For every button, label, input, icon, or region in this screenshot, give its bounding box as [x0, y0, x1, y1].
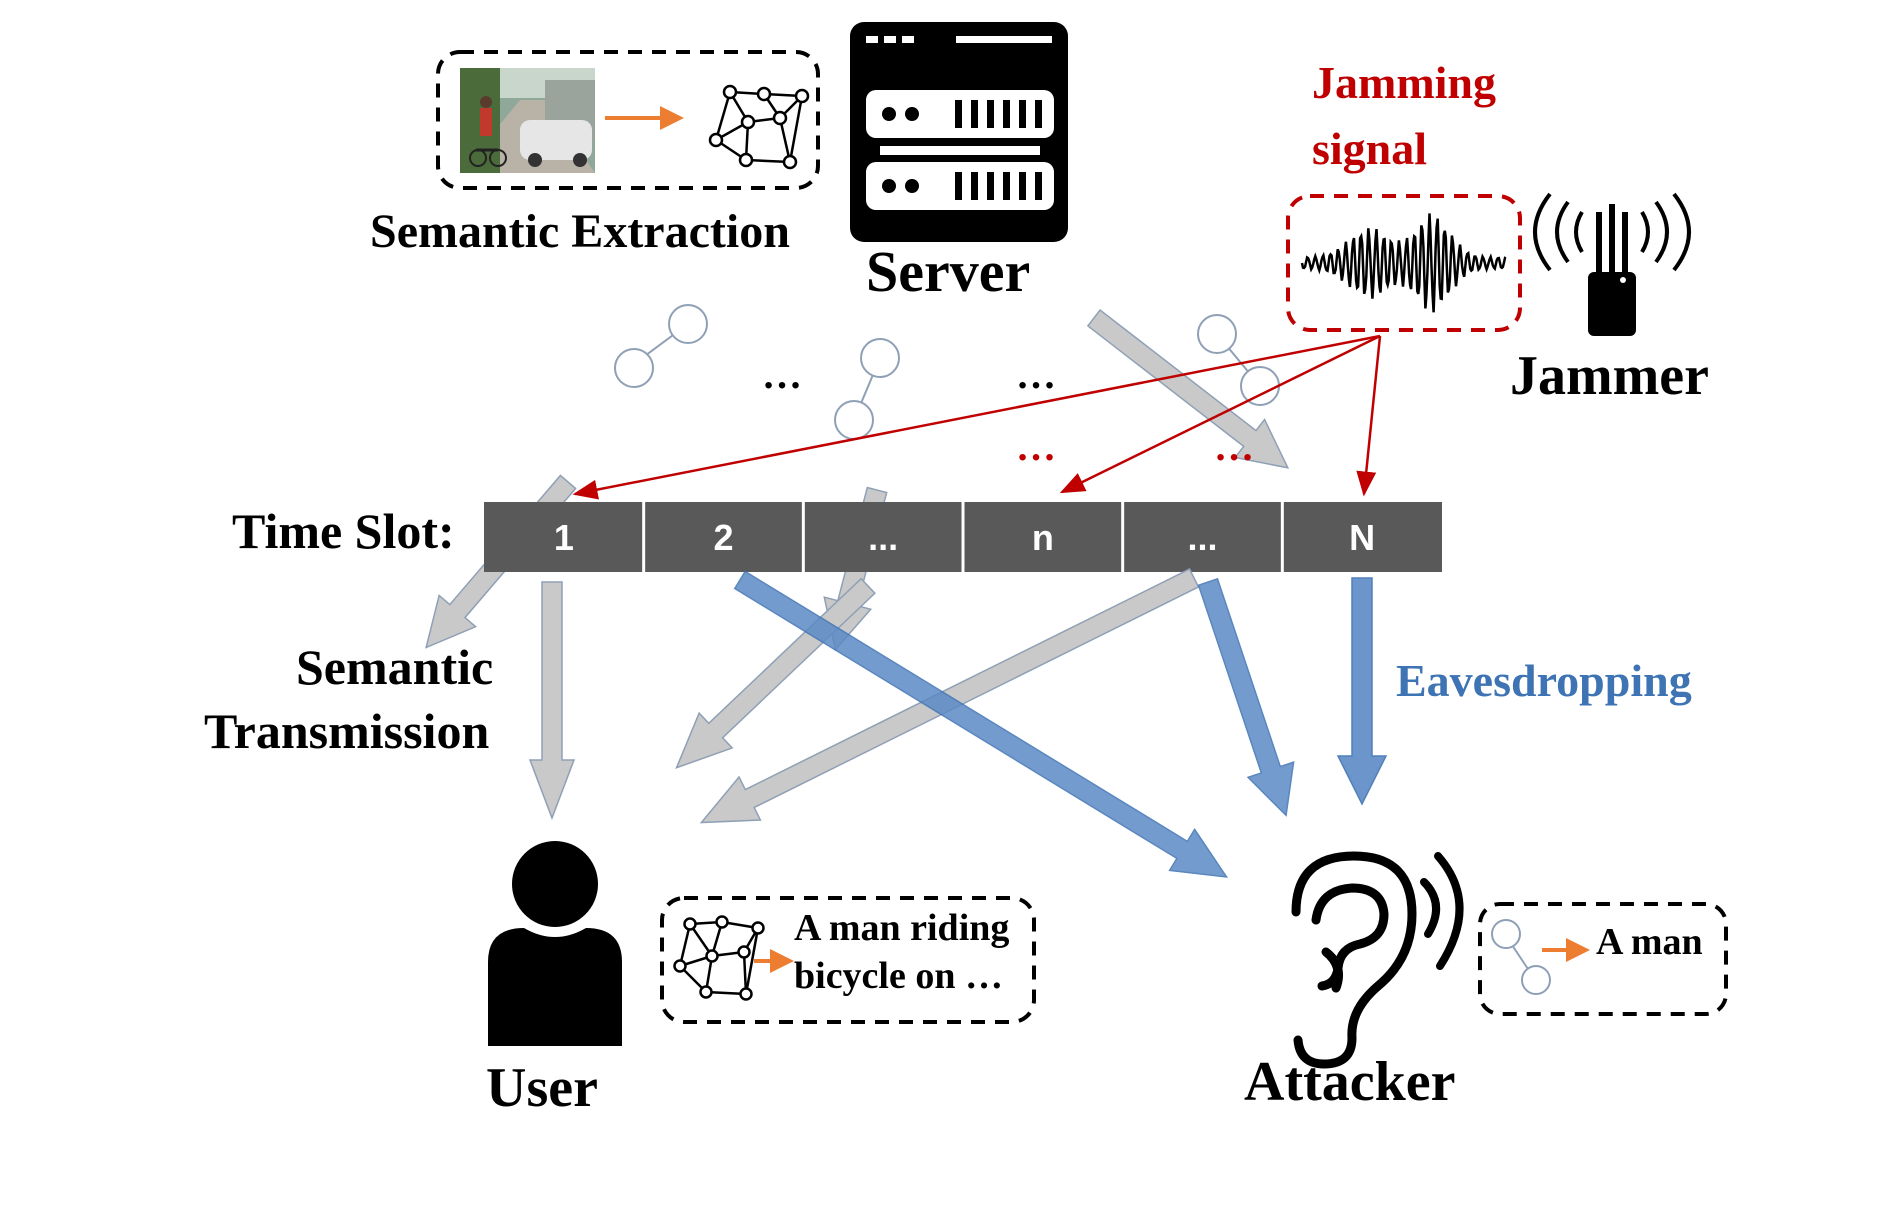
jamming-signal-box [1286, 194, 1522, 332]
user-label: User [486, 1057, 598, 1119]
jamming-arrows [572, 334, 1382, 500]
jam-to-slot-1-arrow [572, 334, 1381, 500]
jamming-signal-label-line2: signal [1312, 123, 1428, 174]
user-output-text-line2: bicycle on … [794, 955, 1003, 997]
server-label: Server [866, 239, 1031, 304]
semantic-node-pair-icon [1491, 919, 1551, 995]
server-icon [850, 22, 1068, 242]
attacker-label: Attacker [1244, 1051, 1456, 1113]
jammer-label: Jammer [1510, 345, 1710, 407]
semantic-extraction-label: Semantic Extraction [370, 205, 790, 258]
street-photo-icon [460, 68, 595, 173]
user-icon [488, 841, 622, 1046]
semantic-transmission-label-line2: Transmission [204, 703, 490, 759]
semantic-graph-icon [708, 84, 810, 170]
time-slot-label: Time Slot: [232, 503, 455, 559]
time-slot-cell-5: ... [1187, 517, 1217, 558]
time-slot-cell-2: 2 [713, 517, 733, 558]
time-slot-bar: 1 2... n... N [484, 502, 1442, 572]
slot-5-to-attacker-arrow [1197, 577, 1295, 817]
time-slot-cell-6: N [1349, 517, 1375, 558]
semantic-extraction-box [436, 50, 820, 190]
ear-icon [1291, 851, 1464, 1069]
jammer-antenna-icon [1533, 192, 1691, 336]
semantic-node-pair-icon [614, 304, 708, 388]
waveform-icon [1300, 213, 1507, 313]
time-slot-cell-1: 1 [554, 517, 574, 558]
semantic-node-pair-icon [834, 338, 900, 440]
slot-2-to-attacker-arrow [733, 570, 1229, 878]
ellipsis-server-2: … [1016, 352, 1056, 397]
jamming-signal-label-line1: Jamming [1312, 57, 1496, 108]
user-output-text-line1: A man riding [794, 907, 1010, 949]
semantic-node-icons [614, 304, 1280, 440]
semantic-transmission-label-line1: Semantic [296, 639, 494, 695]
ellipsis-jamming-2: … [1214, 424, 1254, 469]
ellipsis-server-1: … [762, 352, 802, 397]
attacker-output-text: A man [1596, 921, 1703, 963]
jam-to-slot-n-arrow [1059, 334, 1381, 494]
ellipsis-jamming-1: … [1016, 424, 1056, 469]
semantic-node-pair-icon [1197, 314, 1280, 406]
slot-1-to-user-arrow [528, 581, 576, 821]
server-to-slot-N-arrow [1086, 309, 1290, 469]
slot-N-to-attacker-arrow [1336, 577, 1388, 806]
slot-to-receiver-arrows [528, 568, 1388, 878]
user-output-box [660, 896, 1036, 1024]
semantic-graph-icon [673, 915, 765, 1001]
time-slot-cell-4: n [1032, 517, 1054, 558]
eavesdropping-label: Eavesdropping [1396, 655, 1692, 706]
jam-to-slot-N-arrow [1356, 335, 1382, 497]
time-slot-cell-3: ... [868, 517, 898, 558]
attacker-output-box [1478, 902, 1728, 1016]
